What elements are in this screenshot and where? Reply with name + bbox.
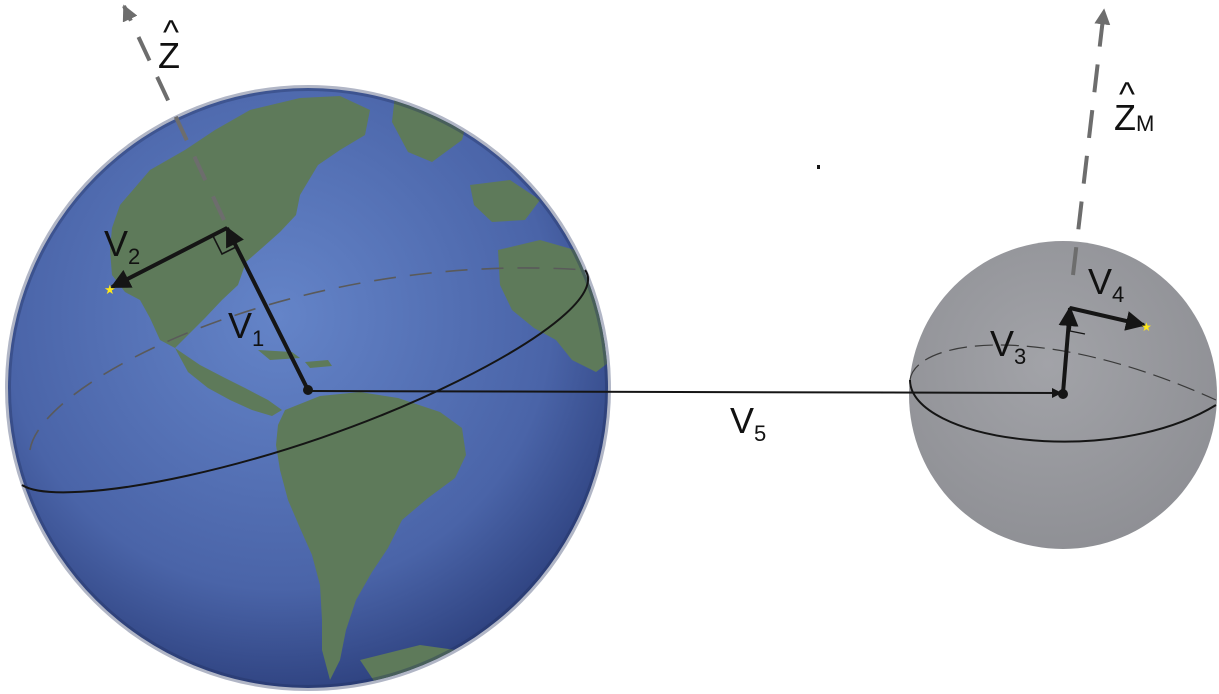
vector-v5 xyxy=(309,387,1062,398)
vector-v2-subscript: 2 xyxy=(128,244,140,269)
vector-v5-subscript: 5 xyxy=(754,421,766,446)
right-angle-marker-v1-v2 xyxy=(212,235,237,256)
moon-center-point xyxy=(1058,389,1068,399)
earth-z-axis-hat: ^ xyxy=(163,14,179,52)
moon-z-axis: Z ^ M xyxy=(1071,8,1154,276)
moon-z-axis-line xyxy=(1071,8,1111,276)
earth-z-axis-label: Z xyxy=(158,35,180,76)
earth-equator-back xyxy=(29,267,586,451)
right-angle-marker-v3-v4 xyxy=(1069,315,1086,335)
central-america-landmass xyxy=(175,348,282,416)
earth-center-point xyxy=(303,385,313,395)
moon-vectors: ★ V 3 V 4 xyxy=(990,261,1152,399)
vector-v3-subscript: 3 xyxy=(1014,344,1026,369)
africa-landmass xyxy=(498,240,608,372)
vector-v4-label: V xyxy=(1088,261,1112,302)
moon-z-axis-subscript: M xyxy=(1136,111,1154,136)
earth-moon-vector: V 5 xyxy=(309,387,1062,446)
north-america-landmass xyxy=(110,96,370,348)
vector-v2-label: V xyxy=(104,223,128,264)
caribbean-islands xyxy=(258,350,332,368)
moon-equator-back xyxy=(909,344,1217,401)
moon-equator-front xyxy=(909,379,1217,443)
vector-v4 xyxy=(1069,306,1146,331)
earth-z-axis-line xyxy=(122,4,226,221)
vector-v5-label: V xyxy=(730,400,754,441)
moon-z-axis-label: Z xyxy=(1114,97,1136,138)
vector-v3-label: V xyxy=(990,323,1014,364)
vector-v2 xyxy=(110,226,228,289)
vector-v1-label: V xyxy=(228,305,252,346)
earth-rim-shade xyxy=(5,85,611,691)
stray-dot xyxy=(817,165,820,169)
earth-vectors: ★ V 1 V 2 xyxy=(104,223,313,395)
vector-v3 xyxy=(1058,306,1079,394)
moon-site-star: ★ xyxy=(1141,320,1152,334)
europe-landmass xyxy=(470,180,540,222)
vector-v1 xyxy=(225,226,310,391)
earth-z-axis: Z ^ xyxy=(122,4,226,221)
vector-v1-subscript: 1 xyxy=(252,326,264,351)
earth-equator-front xyxy=(21,269,590,494)
earth-site-star: ★ xyxy=(104,283,116,298)
vector-v4-subscript: 4 xyxy=(1112,282,1124,307)
moon-z-axis-hat: ^ xyxy=(1119,76,1135,114)
south-america-landmass xyxy=(276,392,466,680)
